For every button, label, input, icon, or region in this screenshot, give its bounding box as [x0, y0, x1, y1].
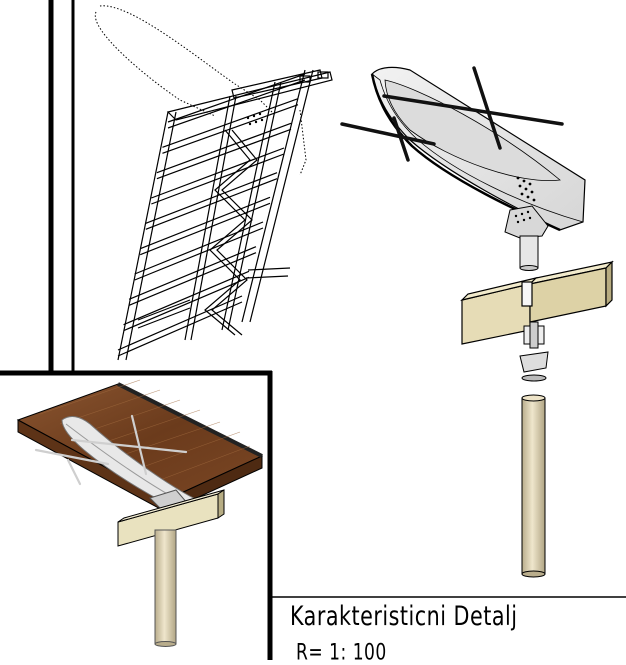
frame-rung [156, 128, 292, 180]
frame-rung [145, 178, 278, 230]
frame-rung [162, 98, 299, 148]
frame-rung [117, 295, 243, 351]
plate-holes [246, 112, 264, 126]
frame-rung [151, 147, 285, 199]
frame-rung [134, 227, 264, 281]
frame-rung [167, 79, 306, 129]
drawing-scale: R= 1: 100 [296, 640, 387, 665]
frame-rung [156, 122, 292, 174]
frame-rung [151, 153, 285, 205]
frame-rung [140, 196, 271, 250]
drawing-title: Karakteristicni Detalj [290, 602, 518, 632]
exploded-brackets [519, 321, 549, 382]
rendered-rods [34, 414, 188, 486]
frame-rung [128, 246, 257, 300]
frame-rung [128, 252, 257, 306]
exploded-beam [460, 260, 614, 345]
frame-rung [162, 104, 299, 154]
frame-rung [140, 202, 271, 256]
roof-frame-wireframe [94, 5, 333, 361]
rendered-assembly [16, 379, 264, 647]
frame-rung [117, 301, 243, 357]
frame-rung [167, 73, 306, 123]
top-connector [504, 205, 549, 271]
frame-rung [134, 221, 264, 275]
frame-rung [123, 270, 250, 326]
frame-rung [145, 172, 278, 224]
exploded-column [521, 394, 546, 578]
rendered-column [154, 529, 177, 647]
tension-rods [340, 66, 564, 162]
shell-holes [516, 176, 536, 202]
frame-rung [123, 276, 250, 332]
rendered-beam [117, 489, 225, 547]
